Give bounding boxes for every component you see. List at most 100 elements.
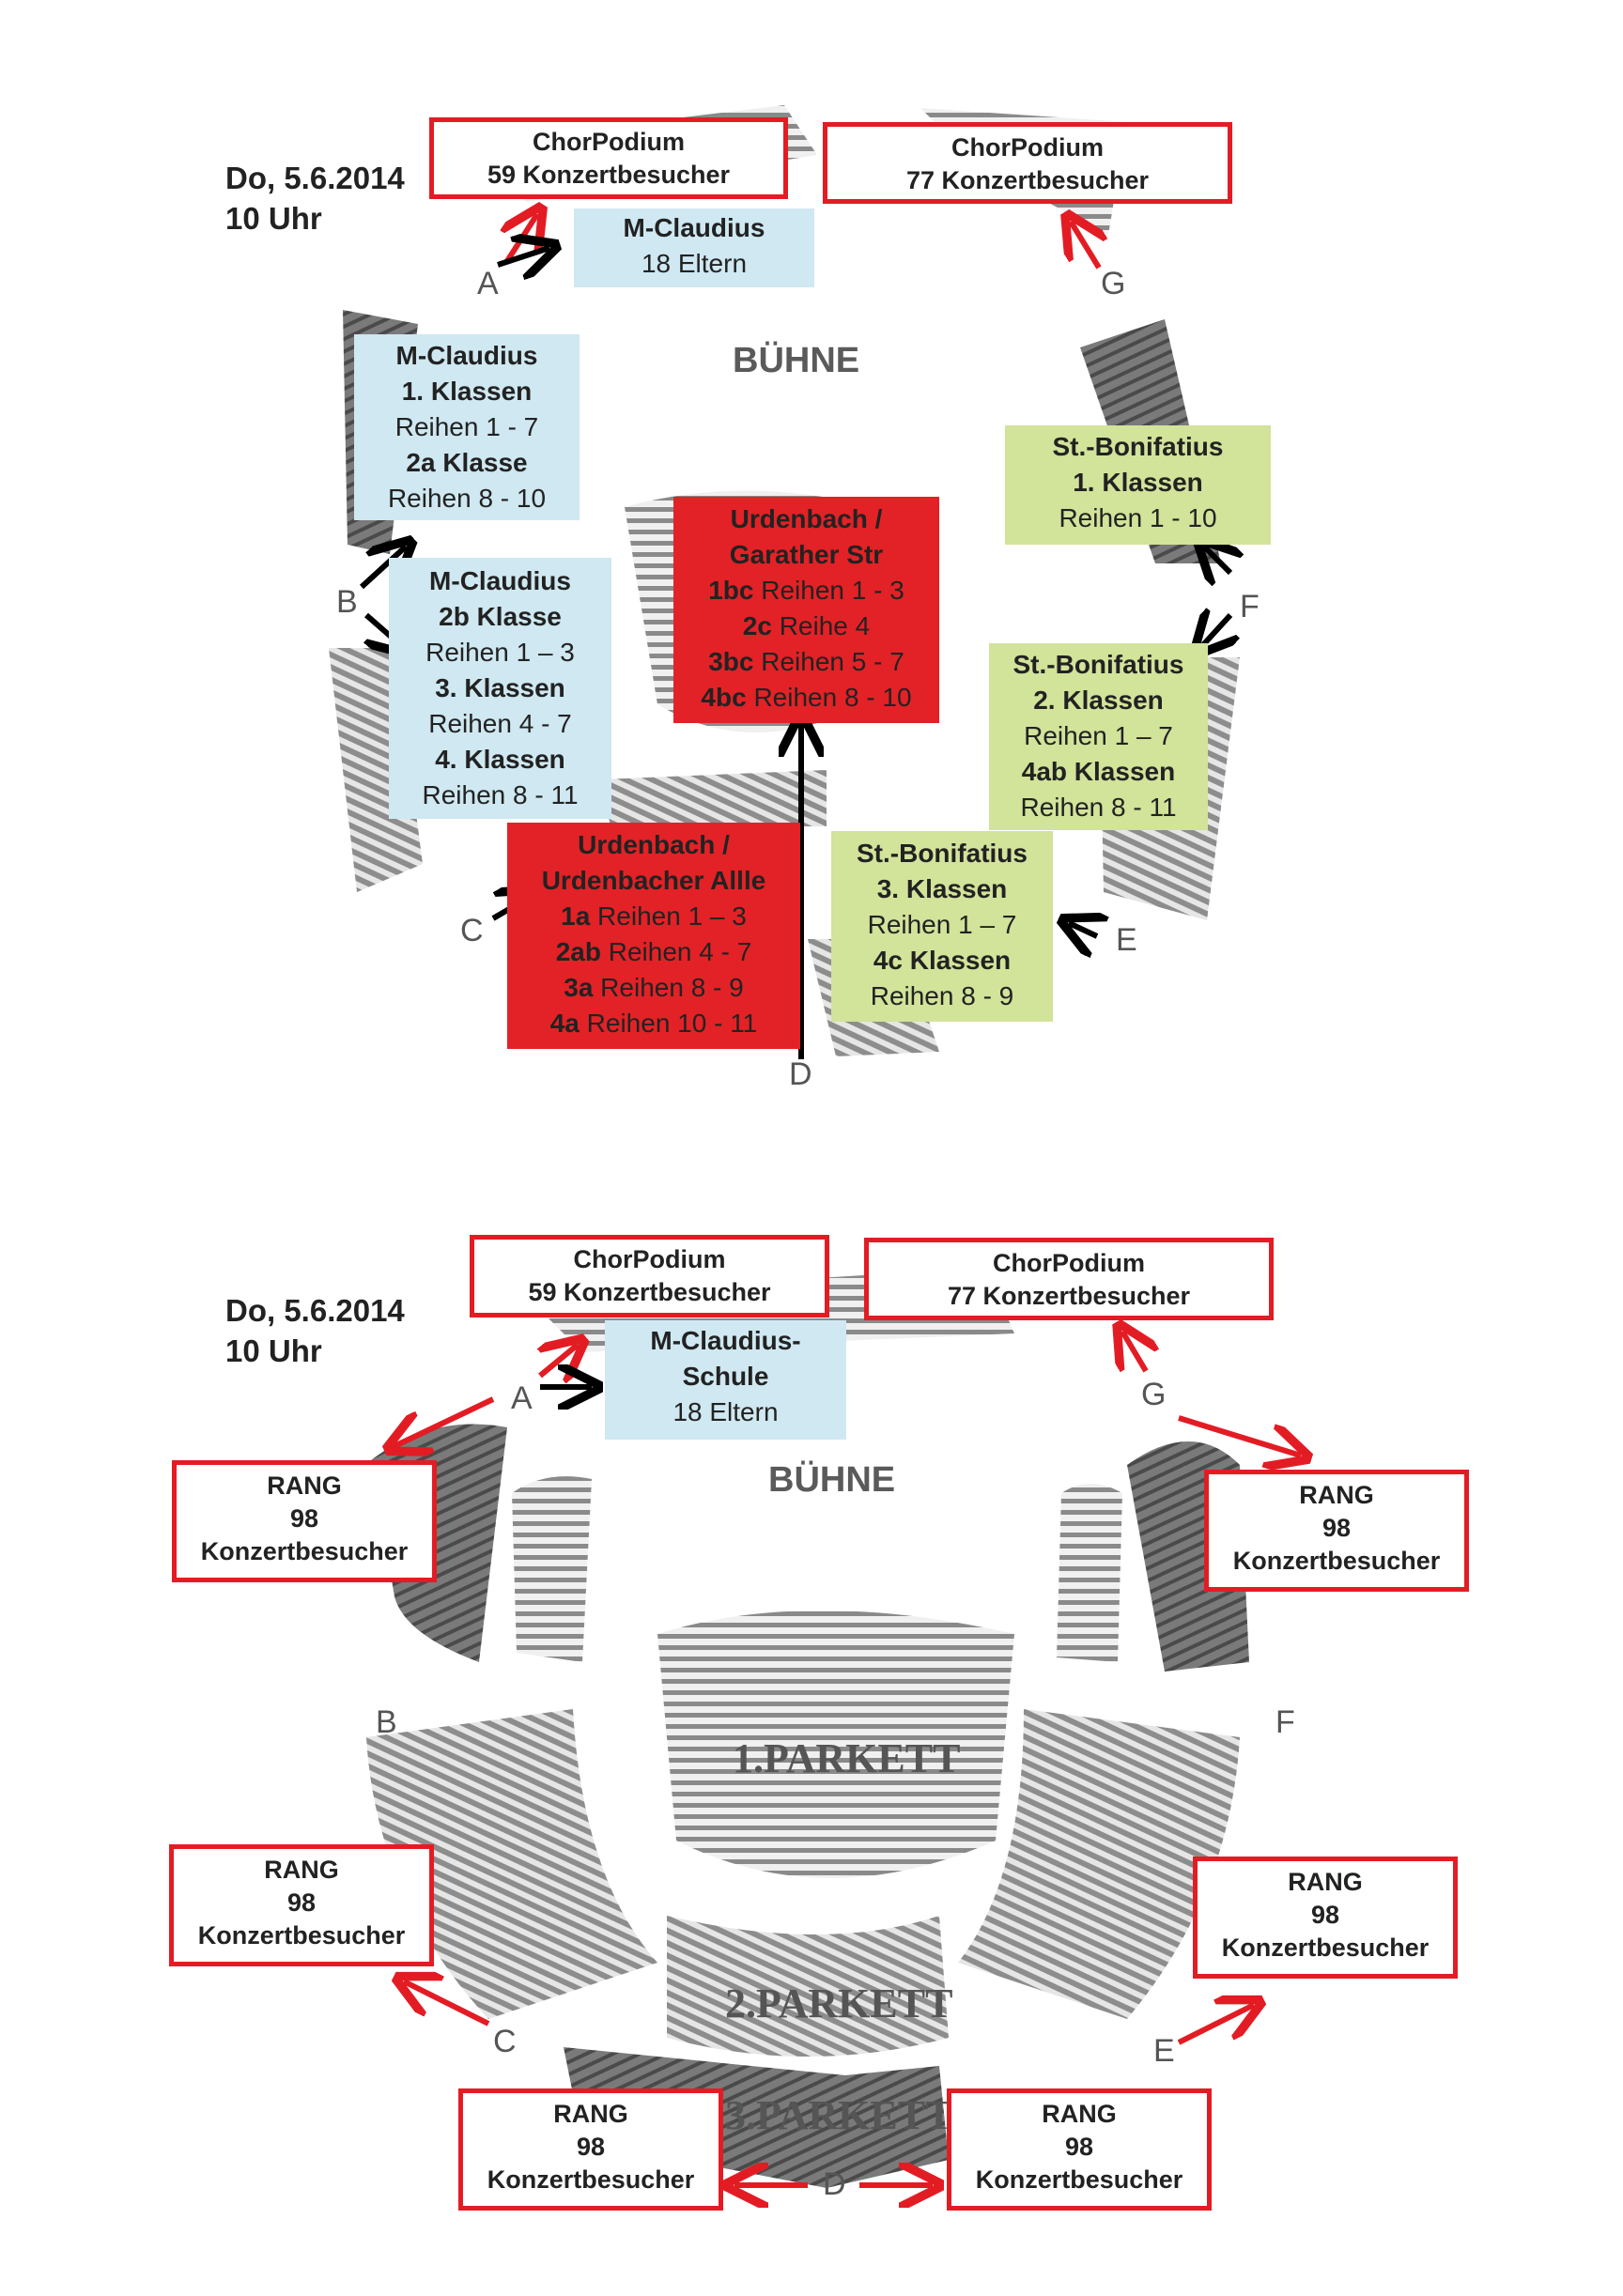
top-bonifatius-box-2: St.-Bonifatius 2. Klassen Reihen 1 – 7 4…: [989, 643, 1208, 830]
bottom-letter-g: G: [1141, 1377, 1167, 1412]
bottom-mc-school-2: Schule: [682, 1362, 769, 1391]
bottom-mc-parents-count: 18 Eltern: [672, 1397, 779, 1426]
top-chorpodium-left: ChorPodium 59 Konzertbesucher: [429, 117, 788, 199]
bottom-parkett-2: [667, 1916, 949, 2057]
top-letter-a: A: [477, 266, 499, 301]
top-letter-c: C: [460, 913, 484, 948]
top-mclaudius-box-2: M-Claudius 2b Klasse Reihen 1 – 3 3. Kla…: [389, 558, 611, 819]
top-mc1-rows-b: Reihen 8 - 10: [387, 484, 547, 513]
bottom-rang-box-c: RANG 98 Konzertbesucher: [169, 1844, 434, 1966]
bottom-rang-dr-count: 98: [1064, 2133, 1094, 2161]
top-ug-row-2-class: 2c: [742, 611, 772, 640]
bottom-parkett-2-label: 2.PARKETT: [725, 1980, 953, 2026]
bottom-letter-b: B: [376, 1704, 397, 1740]
top-letter-b: B: [336, 584, 358, 620]
top-mclaudius-parents-box: M-Claudius 18 Eltern: [574, 208, 814, 287]
top-ug-school-1: Urdenbach /: [730, 504, 883, 533]
bottom-rang-f-label: Konzertbesucher: [1232, 1547, 1441, 1575]
bottom-rang-b-count: 98: [289, 1504, 319, 1533]
top-sb2-rows-a: Reihen 1 – 7: [1024, 721, 1173, 750]
top-urdenbach-allee-box: Urdenbach / Urdenbacher Allle 1a Reihen …: [507, 823, 800, 1049]
top-parkett-2: [601, 770, 827, 826]
top-ug-school-2: Garather Str: [729, 540, 884, 569]
bottom-date: Do, 5.6.2014: [225, 1293, 405, 1328]
top-mc2-rows-b: Reihen 4 - 7: [428, 709, 572, 738]
bottom-rang-f-count: 98: [1322, 1514, 1352, 1542]
top-ua-row-3-class: 3a: [564, 973, 594, 1002]
top-time: 10 Uhr: [225, 201, 322, 236]
bottom-rang-dr-title: RANG: [1042, 2100, 1117, 2128]
bottom-rang-box-b: RANG 98 Konzertbesucher: [172, 1460, 437, 1582]
top-ua-row-4: 4a Reihen 10 - 11: [507, 1006, 800, 1041]
top-ua-row-4-rows: Reihen 10 - 11: [579, 1009, 758, 1038]
top-ug-row-1-rows: Reihen 1 - 3: [753, 576, 904, 605]
top-sb2-rows-b: Reihen 8 - 11: [1020, 793, 1177, 822]
top-sb3-rows-a: Reihen 1 – 7: [867, 910, 1017, 939]
top-ug-row-3-rows: Reihen 5 - 7: [753, 647, 904, 676]
top-sb3-class-b: 4c Klassen: [873, 946, 1012, 975]
top-sb1-school: St.-Bonifatius: [1052, 432, 1224, 461]
top-sb2-class-a: 2. Klassen: [1033, 686, 1164, 715]
bottom-rang-box-e: RANG 98 Konzertbesucher: [1193, 1857, 1458, 1979]
bottom-parkett-1-label: 1.PARKETT: [733, 1735, 961, 1781]
top-mc1-class-b: 2a Klasse: [406, 448, 528, 477]
top-letter-g: G: [1101, 266, 1126, 301]
bottom-letter-c: C: [493, 2024, 517, 2059]
top-bonifatius-box-1: St.-Bonifatius 1. Klassen Reihen 1 - 10: [1005, 425, 1271, 545]
bottom-section-e: [958, 1709, 1240, 2019]
bottom-rang-dr-label: Konzertbesucher: [975, 2165, 1183, 2194]
top-ug-row-4-rows: Reihen 8 - 10: [746, 683, 912, 712]
bottom-rang-b-label: Konzertbesucher: [200, 1537, 409, 1565]
top-letter-f: F: [1240, 589, 1260, 624]
top-ug-row-3: 3bc Reihen 5 - 7: [673, 644, 939, 680]
bottom-letter-f: F: [1275, 1704, 1295, 1740]
bottom-arrows: [394, 1332, 1301, 2185]
bottom-mc-school-1: M-Claudius-: [650, 1326, 801, 1355]
bottom-section-f-inner: [1057, 1484, 1122, 1662]
top-chorpodium-right-title: ChorPodium: [951, 133, 1104, 162]
top-chorpodium-right: ChorPodium 77 Konzertbesucher: [823, 122, 1232, 204]
top-mclaudius-parents-count: 18 Eltern: [641, 249, 748, 278]
top-sb2-class-b: 4ab Klassen: [1021, 757, 1176, 786]
top-sb2-school: St.-Bonifatius: [1012, 650, 1184, 679]
top-mc2-rows-c: Reihen 8 - 11: [422, 780, 579, 809]
bottom-rang-c-label: Konzertbesucher: [197, 1921, 406, 1949]
top-mc1-school: M-Claudius: [395, 341, 538, 370]
top-ug-row-1: 1bc Reihen 1 - 3: [673, 573, 939, 609]
top-arrows: [359, 214, 1230, 1059]
bottom-chorpodium-right-title: ChorPodium: [993, 1249, 1145, 1277]
bottom-rang-e-title: RANG: [1288, 1868, 1363, 1896]
bottom-rang-b-title: RANG: [267, 1472, 342, 1500]
top-sb1-rows: Reihen 1 - 10: [1059, 503, 1217, 532]
bottom-rang-e-label: Konzertbesucher: [1221, 1934, 1430, 1962]
top-mclaudius-box-1: M-Claudius 1. Klassen Reihen 1 - 7 2a Kl…: [354, 334, 580, 520]
bottom-mclaudius-school-box: M-Claudius- Schule 18 Eltern: [605, 1320, 846, 1440]
bottom-letter-a: A: [511, 1380, 533, 1416]
bottom-rang-dl-label: Konzertbesucher: [487, 2165, 695, 2194]
bottom-parkett-3-label: 3.PARKETT: [725, 2092, 953, 2138]
bottom-date-block: Do, 5.6.2014 10 Uhr: [225, 1290, 405, 1371]
top-bonifatius-box-3: St.-Bonifatius 3. Klassen Reihen 1 – 7 4…: [831, 831, 1053, 1022]
bottom-chorpodium-right: ChorPodium 77 Konzertbesucher: [864, 1238, 1274, 1320]
bottom-letter-d: D: [823, 2166, 846, 2202]
bottom-stage-label: BÜHNE: [768, 1460, 896, 1500]
bottom-rang-dl-count: 98: [576, 2133, 606, 2161]
bottom-letter-e: E: [1153, 2033, 1175, 2069]
top-mc2-class-b: 3. Klassen: [435, 673, 565, 702]
top-date: Do, 5.6.2014: [225, 161, 405, 195]
top-chorpodium-right-count: 77 Konzertbesucher: [905, 166, 1150, 194]
top-ua-school-1: Urdenbach /: [578, 830, 730, 859]
top-ug-row-3-class: 3bc: [708, 647, 754, 676]
top-urdenbach-garather-box: Urdenbach / Garather Str 1bc Reihen 1 - …: [673, 497, 939, 723]
bottom-parkett-1: [657, 1610, 1014, 1878]
top-ua-row-2-class: 2ab: [555, 937, 601, 966]
top-stage-label: BÜHNE: [733, 341, 860, 380]
top-ua-row-3-rows: Reihen 8 - 9: [593, 973, 744, 1002]
bottom-time: 10 Uhr: [225, 1333, 322, 1368]
top-sb3-class-a: 3. Klassen: [876, 874, 1008, 903]
top-chorpodium-left-count: 59 Konzertbesucher: [487, 161, 731, 189]
top-ua-school-2: Urdenbacher Allle: [541, 866, 766, 895]
bottom-rang-box-d-right: RANG 98 Konzertbesucher: [947, 2088, 1212, 2211]
top-ua-row-2-rows: Reihen 4 - 7: [600, 937, 752, 966]
top-ua-row-3: 3a Reihen 8 - 9: [507, 970, 800, 1006]
